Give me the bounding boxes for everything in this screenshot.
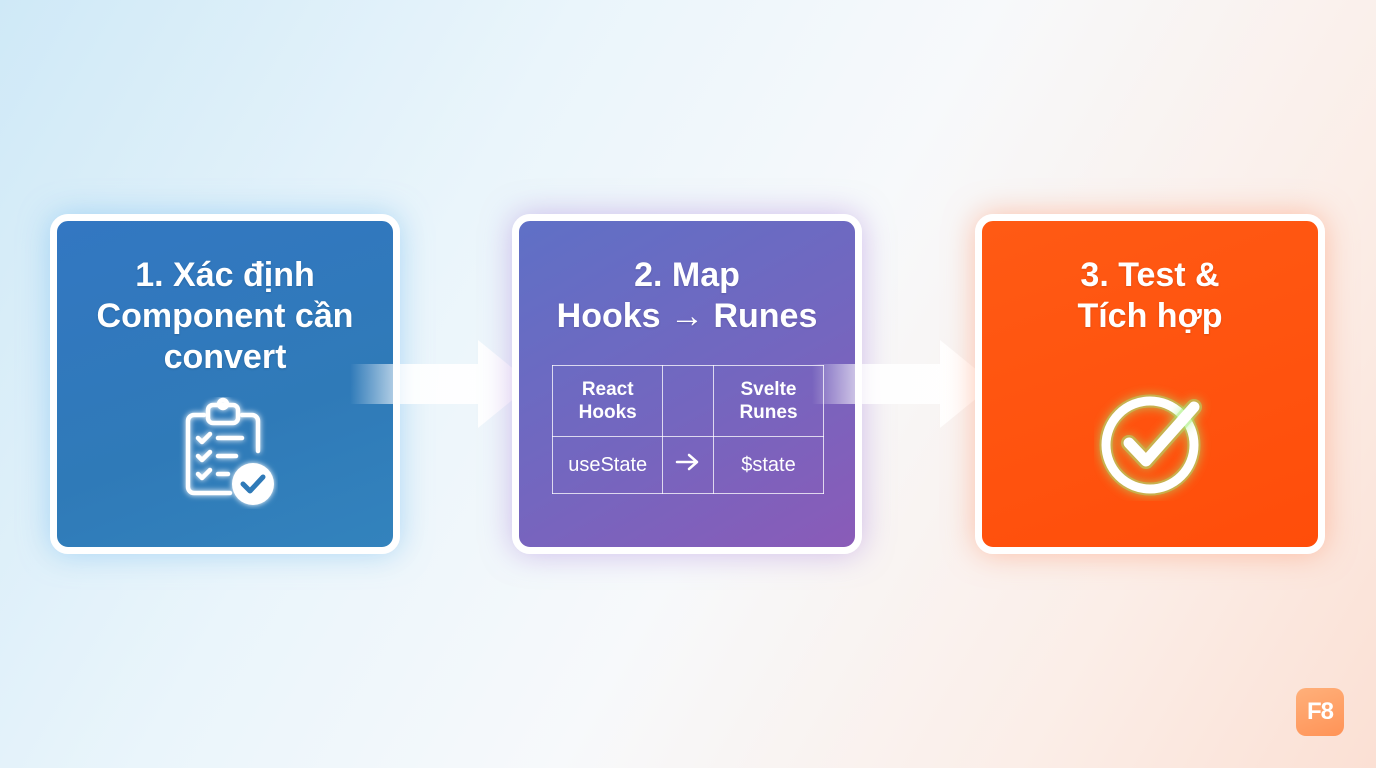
react-hook-cell: useState: [551, 436, 664, 494]
arrow-right-icon: [662, 436, 714, 494]
svelte-rune-cell: $state: [712, 436, 825, 494]
svelte-runes-header: Svelte Runes: [712, 365, 825, 437]
step-1-card: 1. Xác định Component cần convert: [50, 214, 400, 554]
check-circle-icon: [1094, 381, 1214, 506]
react-hooks-header: React Hooks: [551, 365, 664, 437]
step-2-card: 2. Map Hooks → Runes React Hooks Svelte …: [512, 214, 862, 554]
step-1-title: 1. Xác định Component cần convert: [96, 256, 354, 376]
step-3-title: 3. Test & Tích hợp: [1077, 256, 1223, 335]
connector-arrow-2: [812, 338, 1002, 435]
connector-arrow-1: [350, 338, 540, 435]
empty-header: [662, 365, 714, 437]
clipboard-check-icon: [178, 397, 278, 514]
f8-logo: F8: [1296, 688, 1344, 736]
hooks-runes-mapping-table: React Hooks Svelte Runes useState $state: [551, 365, 825, 494]
step-2-title: 2. Map Hooks → Runes: [556, 256, 818, 335]
step-3-card: 3. Test & Tích hợp: [975, 214, 1325, 554]
